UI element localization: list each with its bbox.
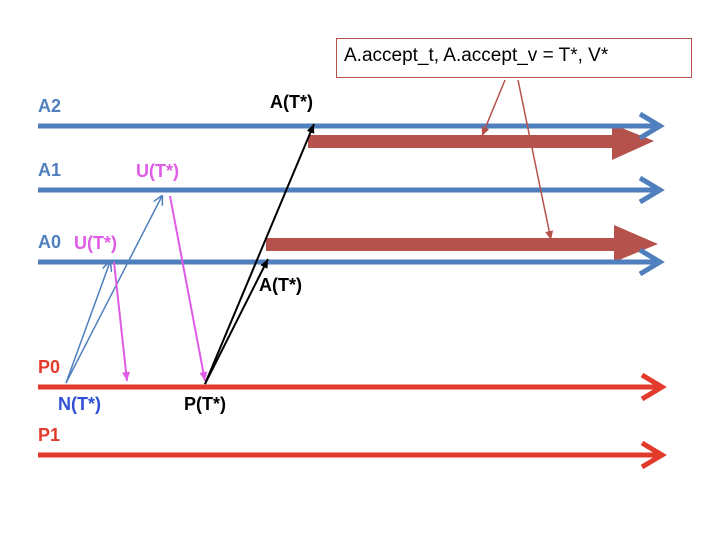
label-p0: P0 [38,357,60,377]
label-a1: A1 [38,160,61,180]
label-a2: A2 [38,96,61,116]
note-pointer-a2 [481,79,506,137]
new-msg-to-a1 [65,196,162,384]
new-msg-to-a0 [65,262,110,384]
label-a0: A0 [38,232,61,252]
timeline-a2 [38,111,665,141]
timeline-a0 [38,247,665,277]
msg-label-u-a0: U(T*) [74,233,117,253]
label-p1: P1 [38,425,60,445]
update-msg-from-a0 [113,261,130,382]
accept-msg-to-a2 [204,123,315,385]
note-pointer-a0 [517,79,554,241]
accepted-bar-a0 [266,225,658,262]
accepted-bar-a2 [308,124,654,160]
msg-label-n: N(T*) [58,394,101,414]
msg-label-u-a1: U(T*) [136,161,179,181]
update-msg-from-a1 [169,195,208,382]
note-text: A.accept_t, A.accept_v = T*, V* [344,45,609,66]
note-box [336,38,692,78]
msg-label-p: P(T*) [184,394,226,414]
accept-msg-to-a0 [204,258,269,385]
msg-label-a-a2: A(T*) [270,92,313,112]
msg-label-a-a0: A(T*) [259,275,302,295]
timeline-a1 [38,175,665,205]
timeline-p1 [38,440,667,470]
timeline-p0 [38,372,667,402]
